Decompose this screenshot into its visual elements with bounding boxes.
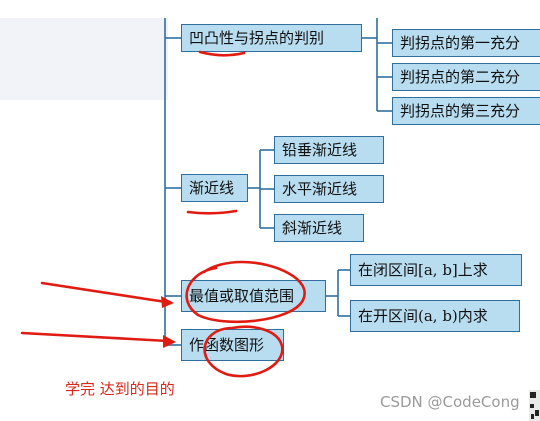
node-horizontal-asymptote: 水平渐近线 bbox=[274, 175, 384, 203]
node-inflection-criterion-1: 判拐点的第一充分 bbox=[392, 29, 540, 57]
node-asymptote: 渐近线 bbox=[181, 174, 248, 202]
background-panel bbox=[0, 18, 168, 100]
node-inflection-criterion-3: 判拐点的第三充分 bbox=[392, 97, 540, 125]
node-oblique-asymptote: 斜渐近线 bbox=[274, 214, 364, 242]
underline-concavity bbox=[198, 50, 246, 57]
annotation-caption: 学完 达到的目的 bbox=[65, 380, 175, 398]
arrow-line-graph bbox=[20, 331, 170, 343]
node-open-interval: 在开区间(a, b)内求 bbox=[350, 300, 520, 332]
circle-graph bbox=[203, 325, 284, 378]
node-inflection-criterion-2: 判拐点的第二充分 bbox=[392, 63, 540, 91]
circle-extremum bbox=[185, 260, 306, 324]
node-closed-interval: 在闭区间[a, b]上求 bbox=[350, 254, 522, 286]
qr-code-icon bbox=[529, 390, 540, 421]
underline-asymptote bbox=[186, 209, 238, 215]
arrow-line-extremum bbox=[40, 281, 168, 304]
arrow-head-extremum bbox=[161, 296, 174, 308]
arrow-head-graph bbox=[163, 335, 176, 348]
node-vertical-asymptote: 铅垂渐近线 bbox=[274, 136, 384, 164]
node-concavity-inflection: 凹凸性与拐点的判别 bbox=[181, 24, 362, 52]
watermark-text: CSDN @CodeCong bbox=[380, 393, 520, 411]
